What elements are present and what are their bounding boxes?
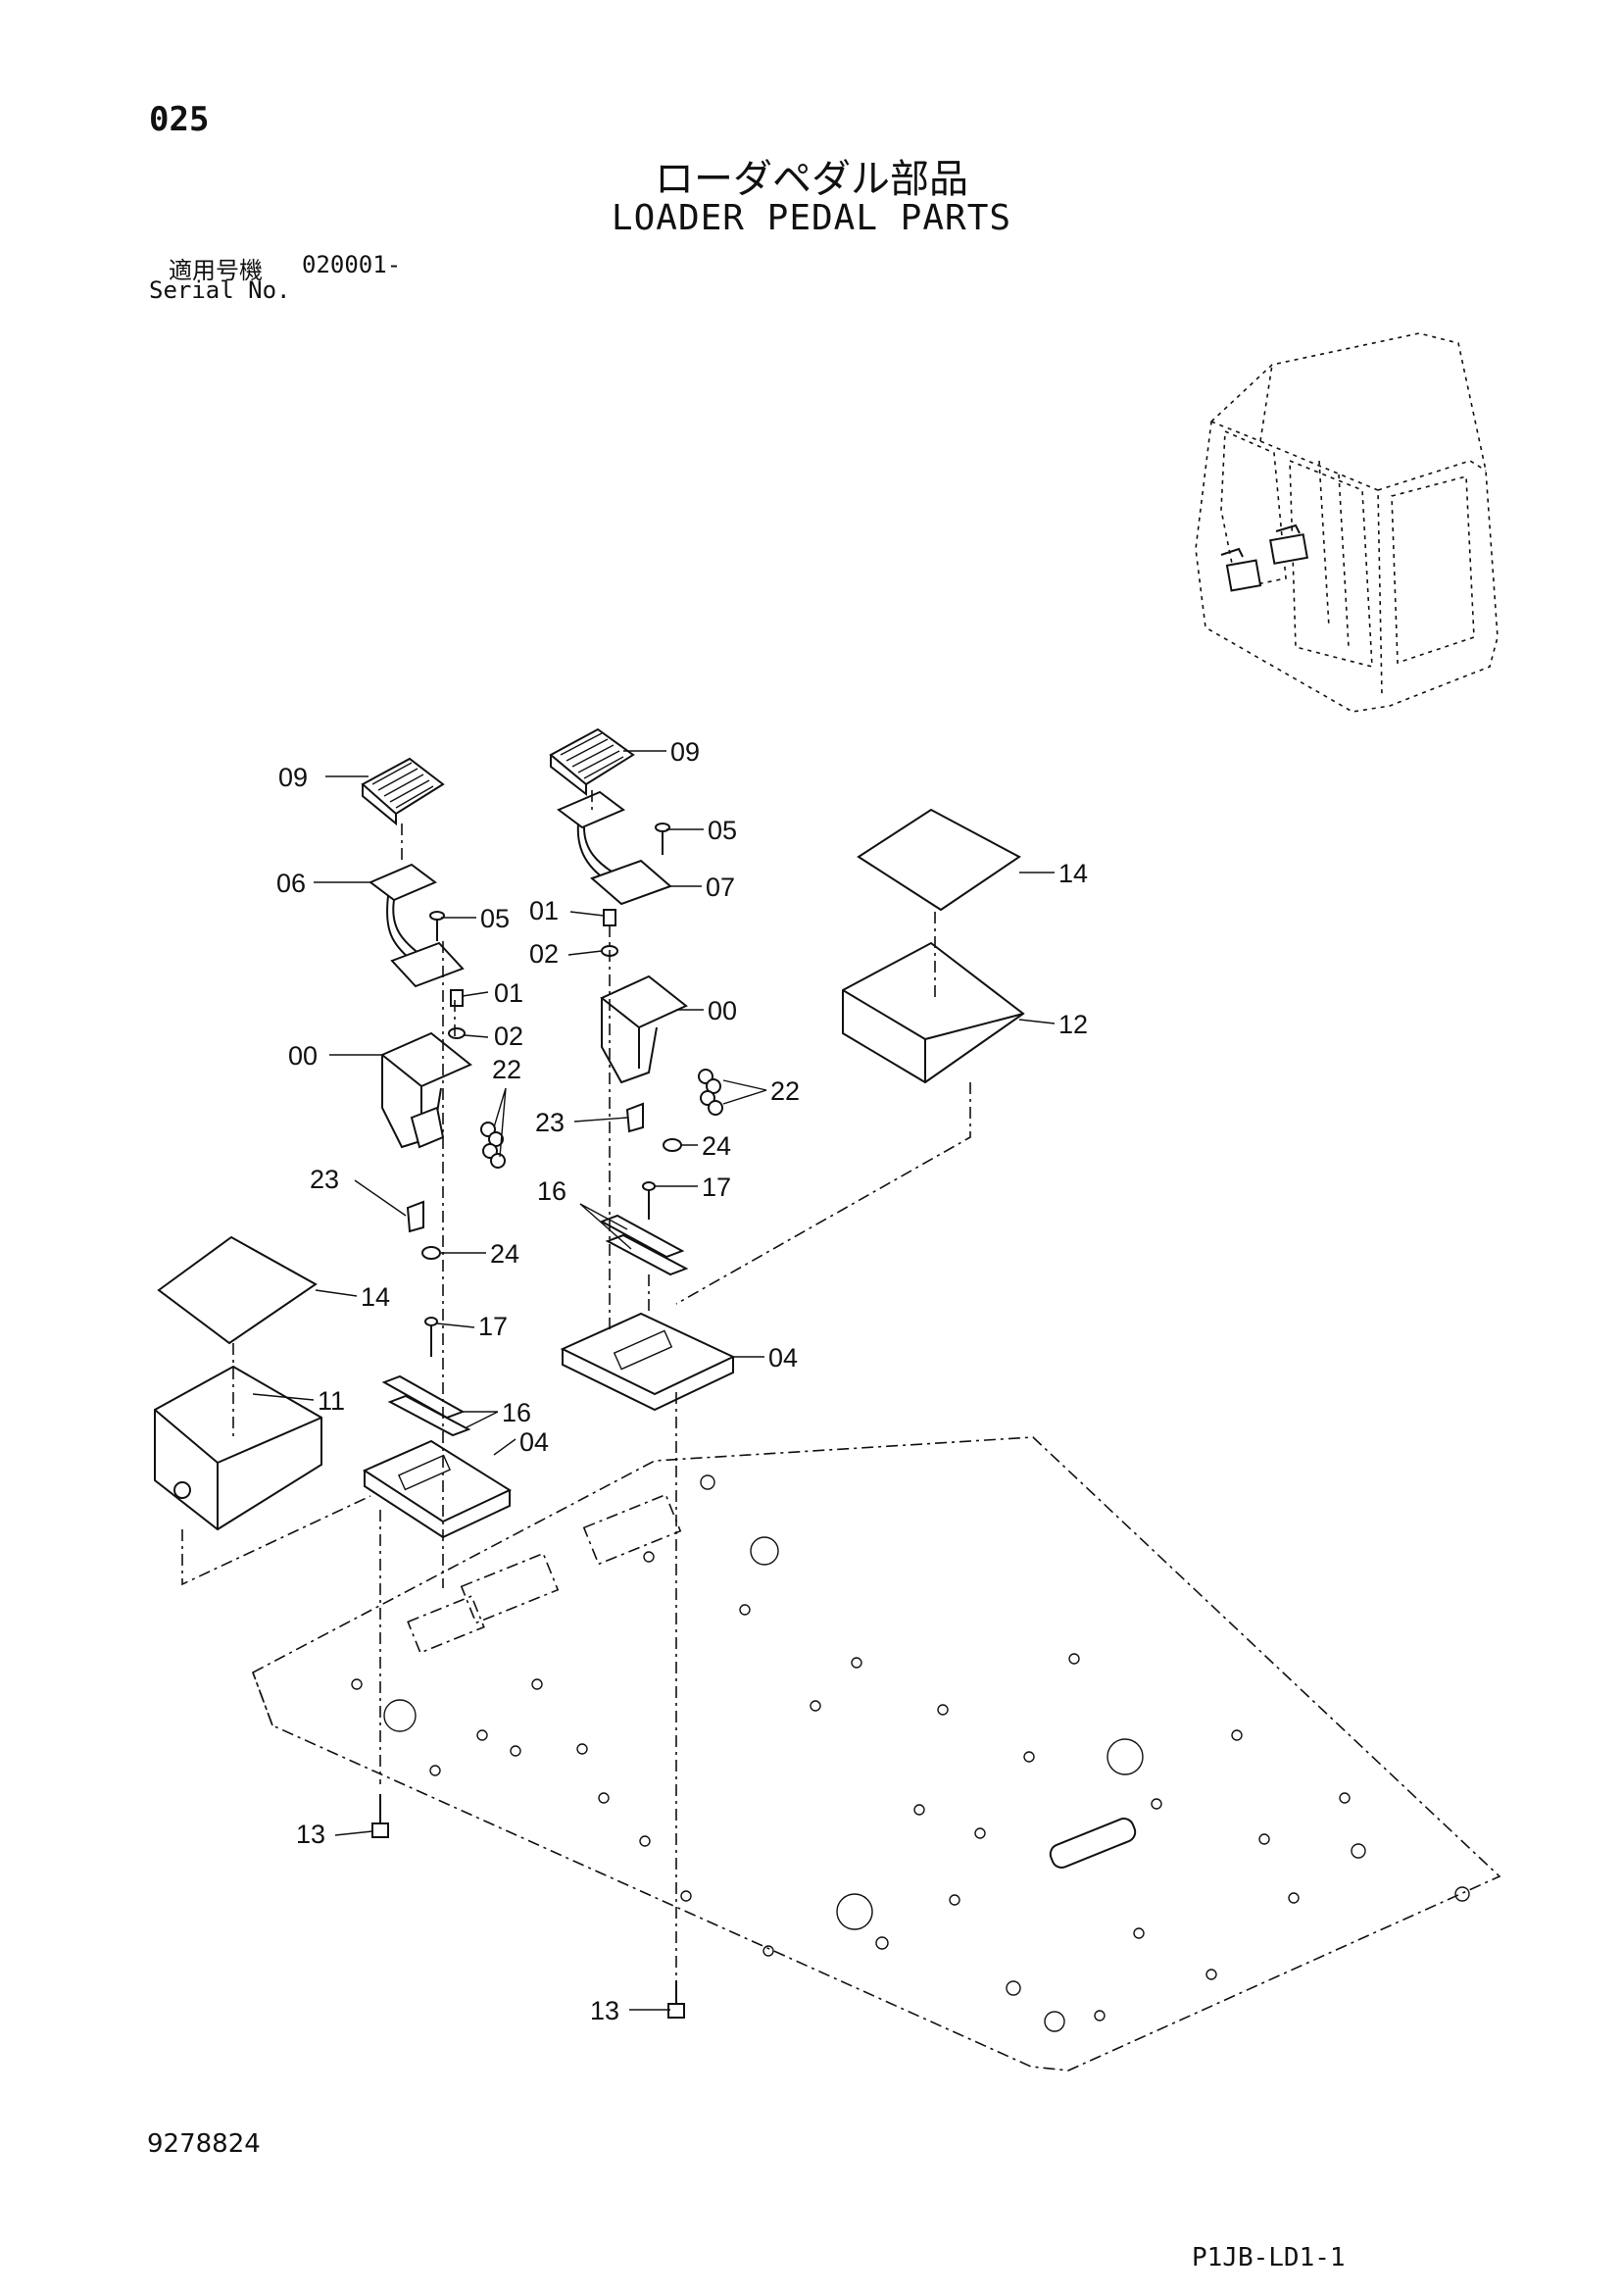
callout-right-14: 14 (1058, 859, 1088, 888)
serial-label-english: Serial No. (149, 276, 291, 304)
callout-left-13: 13 (296, 1820, 325, 1849)
page-number: 025 (149, 100, 210, 139)
right-pedal-assembly (549, 727, 1025, 2019)
callout-left-16: 16 (502, 1398, 531, 1427)
page-code: P1JB-LD1-1 (1192, 2243, 1346, 2272)
cab-location-inset (1195, 332, 1499, 713)
callout-left-09: 09 (278, 763, 308, 792)
callout-left-23: 23 (310, 1165, 339, 1194)
callout-left-11: 11 (318, 1386, 345, 1416)
callout-left-02: 02 (494, 1022, 523, 1051)
callout-labels: 09 06 05 01 02 00 22 23 24 14 17 11 16 0… (276, 737, 1088, 2025)
page-title-japanese: ローダペダル部品 (655, 157, 968, 202)
callout-right-09: 09 (670, 737, 700, 767)
callout-left-14: 14 (361, 1282, 390, 1312)
callout-right-22: 22 (770, 1076, 800, 1106)
callout-right-05: 05 (708, 816, 737, 845)
callout-right-01: 01 (529, 896, 559, 925)
callout-left-04: 04 (519, 1427, 549, 1457)
serial-number-value: 020001- (302, 251, 402, 278)
callout-left-01: 01 (494, 978, 523, 1008)
callout-right-04: 04 (768, 1343, 798, 1373)
callout-left-17: 17 (478, 1312, 508, 1341)
callout-left-24: 24 (490, 1239, 519, 1269)
callout-left-06: 06 (276, 869, 306, 898)
callout-right-07: 07 (706, 873, 735, 902)
callout-left-05: 05 (480, 904, 510, 933)
left-pedal-assembly (154, 757, 513, 1838)
callout-right-17: 17 (702, 1173, 731, 1202)
callout-right-23: 23 (535, 1108, 565, 1137)
page-title-english: LOADER PEDAL PARTS (611, 198, 1012, 238)
serial-label-japanese: 適用号機 (169, 257, 263, 284)
document-number: 9278824 (147, 2129, 261, 2159)
floor-plate-outline (252, 1436, 1501, 2071)
leader-lines (252, 750, 1056, 2011)
callout-right-13: 13 (590, 1996, 619, 2025)
callout-left-00: 00 (288, 1041, 318, 1071)
callout-right-00: 00 (708, 996, 737, 1025)
callout-left-22: 22 (492, 1055, 521, 1084)
callout-right-02: 02 (529, 939, 559, 969)
callout-right-12: 12 (1058, 1010, 1088, 1039)
callout-right-24: 24 (702, 1131, 731, 1161)
callout-right-16: 16 (537, 1176, 566, 1206)
